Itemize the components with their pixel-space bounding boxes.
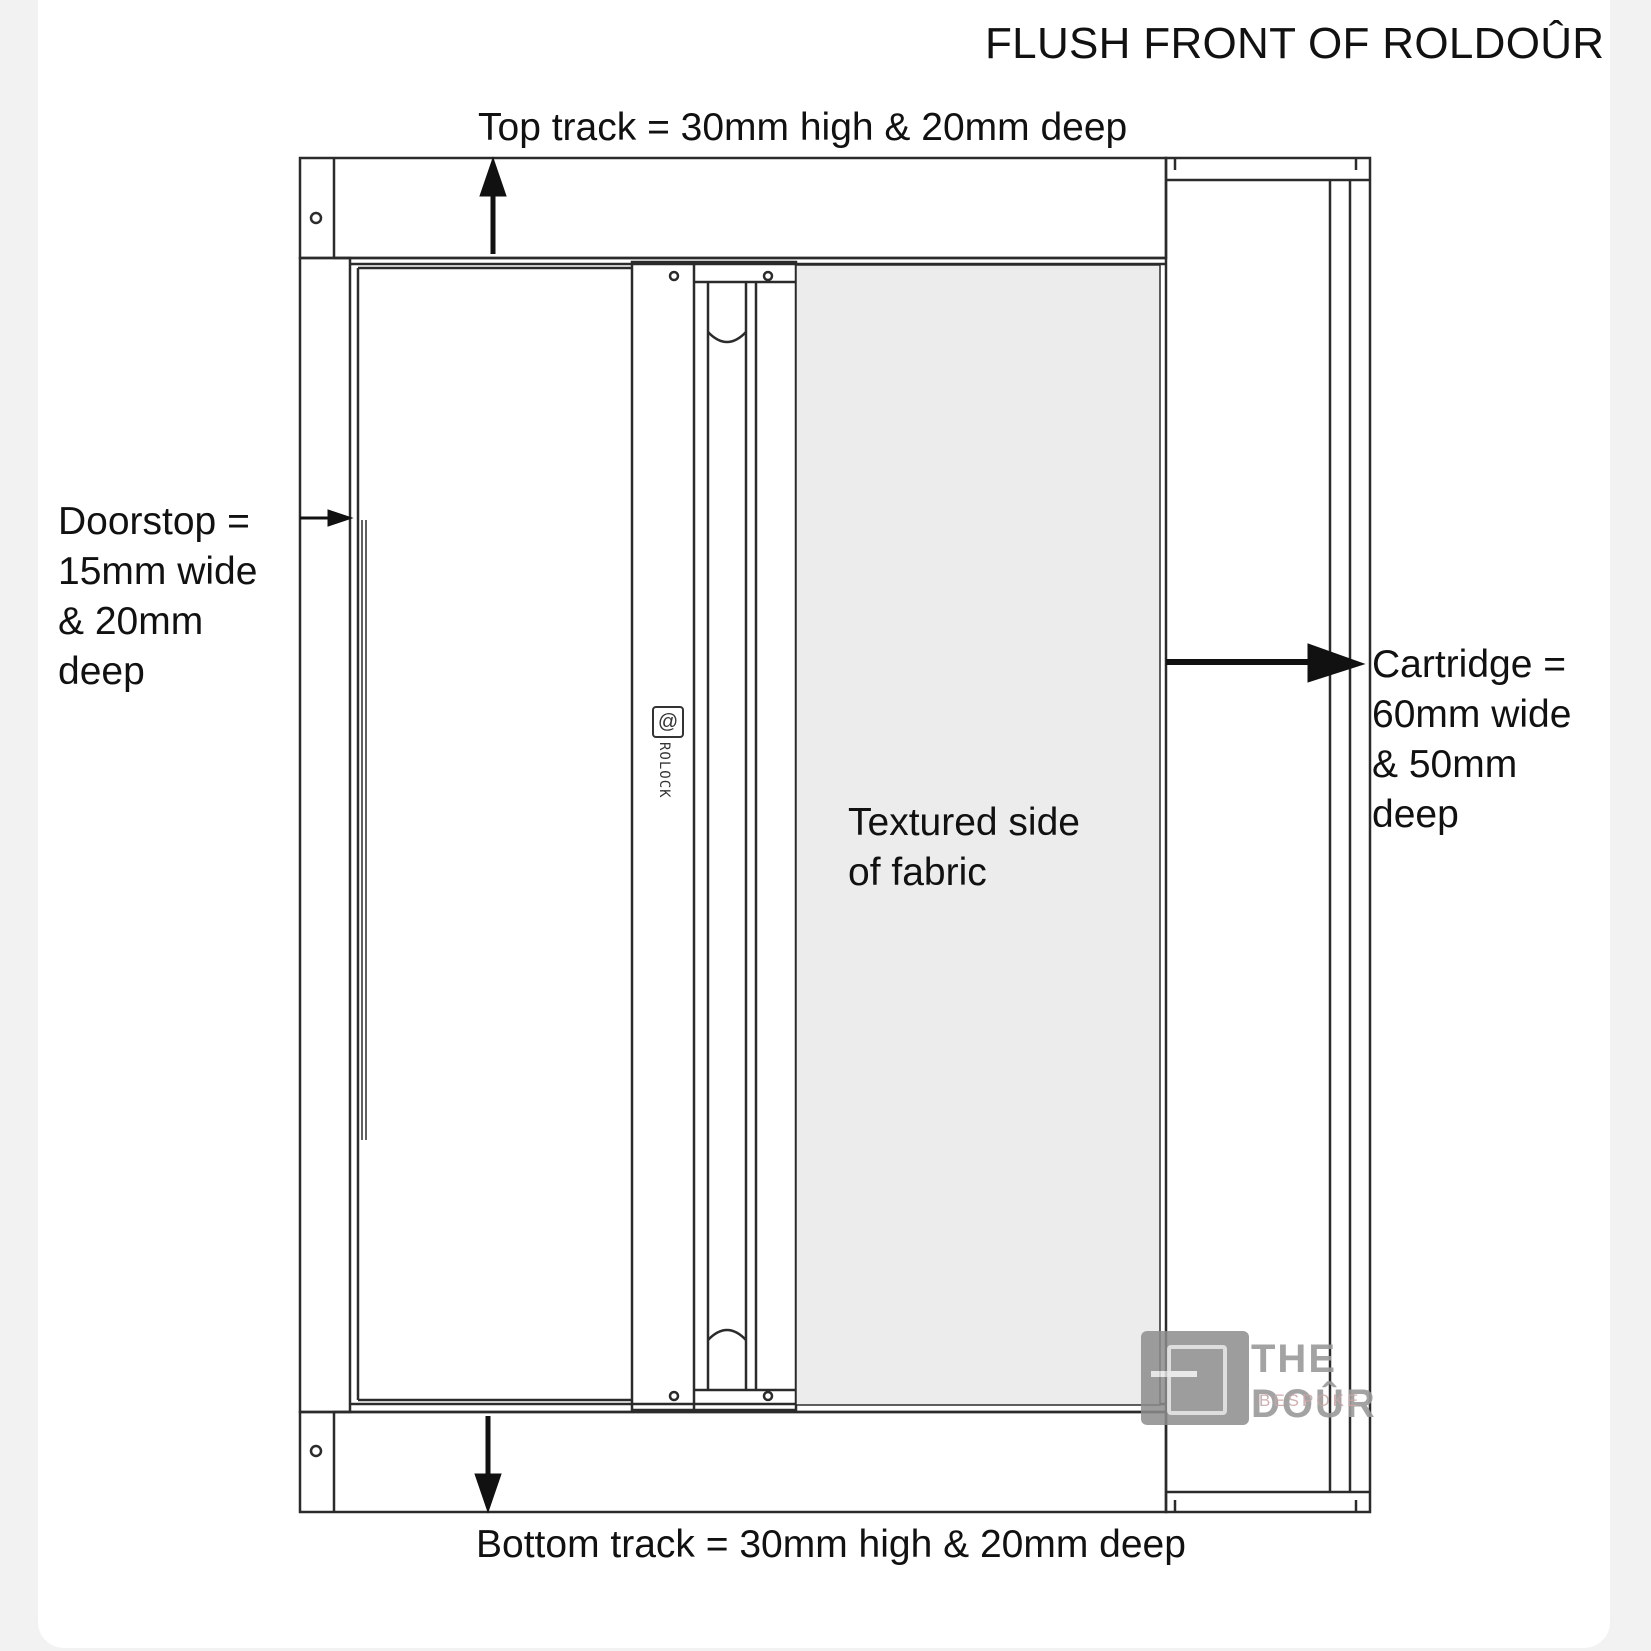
handle-brand-text: ROLOCK [656, 742, 672, 799]
swirl-icon: @ [652, 706, 684, 738]
logo-name: THE DOÛR [1251, 1337, 1377, 1426]
cartridge [1164, 156, 1372, 1514]
fabric-label: Textured side of fabric [848, 801, 1080, 894]
watermark-logo: THE DOÛR BESPOKE [1141, 1331, 1471, 1427]
diagram-title: FLUSH FRONT OF ROLDOÛR [985, 19, 1605, 68]
handle-bar [630, 260, 798, 1412]
top-track [298, 156, 1168, 260]
bottom-track-label: Bottom track = 30mm high & 20mm deep [476, 1523, 1186, 1566]
cartridge-label: Cartridge = 60mm wide & 50mm deep [1372, 643, 1572, 836]
bottom-track [298, 1410, 1168, 1514]
logo-sub: BESPOKE [1259, 1391, 1362, 1410]
top-track-label: Top track = 30mm high & 20mm deep [478, 106, 1128, 149]
doorstop [298, 256, 352, 1414]
handle-brand: @ ROLOCK [648, 706, 688, 836]
fabric-panel [795, 264, 1161, 1406]
door-logo-icon [1141, 1331, 1249, 1425]
doorstop-label: Doorstop = 15mm wide & 20mm deep [58, 500, 258, 693]
